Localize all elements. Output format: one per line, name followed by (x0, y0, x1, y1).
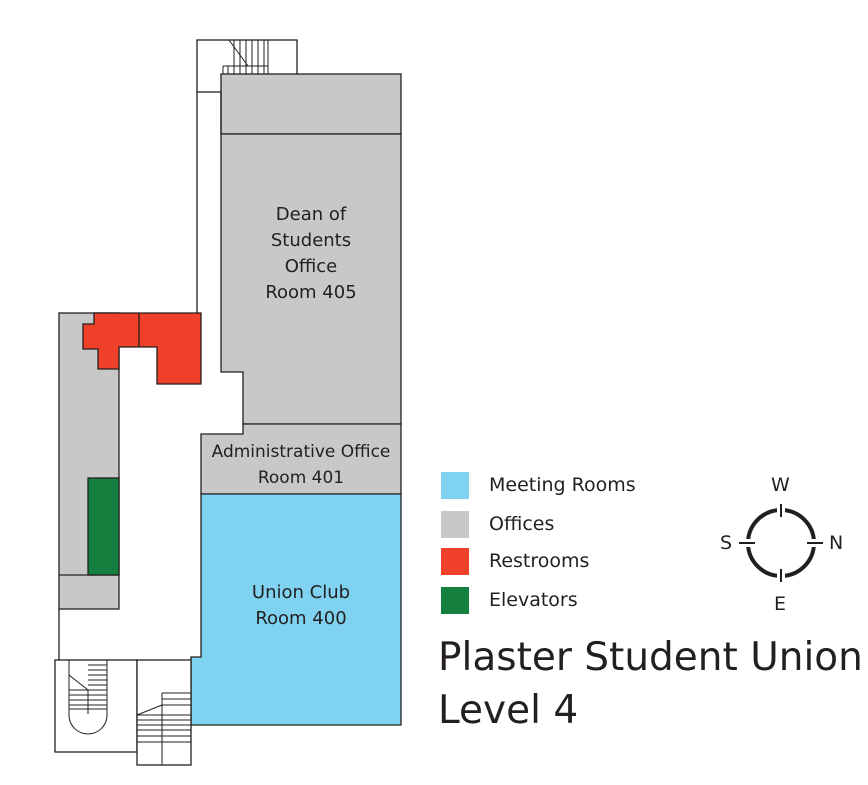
union-club-label: Union Club Room 400 (201, 580, 401, 632)
legend-label: Restrooms (489, 550, 590, 572)
legend-label: Elevators (489, 589, 578, 611)
union-club-label-line1: Union Club (251, 582, 351, 603)
compass-south-label: S (720, 532, 733, 554)
swatch-elevators (441, 586, 469, 614)
legend-item-meeting-rooms: Meeting Rooms (441, 471, 636, 499)
compass-icon (739, 504, 823, 582)
legend-item-offices: Offices (441, 510, 554, 538)
dean-label-line2: Students (270, 230, 352, 251)
stairwell-southwest (54, 659, 138, 753)
admin-label-line1: Administrative Office (211, 442, 391, 462)
legend-label: Meeting Rooms (489, 474, 636, 496)
admin-label-line2: Room 401 (257, 468, 345, 488)
swatch-meeting-rooms (441, 471, 469, 499)
legend-label: Offices (489, 513, 555, 535)
compass-north-label: N (829, 532, 844, 554)
legend-item-elevators: Elevators (441, 586, 578, 614)
swatch-restrooms (441, 547, 469, 575)
map-subtitle-level: Level 4 (438, 688, 579, 733)
restrooms[interactable] (82, 312, 202, 385)
dean-label-line3: Office (284, 256, 338, 277)
elevator[interactable] (87, 477, 120, 576)
union-club-label-line2: Room 400 (255, 608, 347, 629)
compass-west-label: W (771, 474, 790, 496)
legend-item-restrooms: Restrooms (441, 547, 589, 575)
dean-label-line4: Room 405 (265, 282, 357, 303)
stairs-icon (68, 660, 191, 765)
dean-label-line1: Dean of (275, 204, 347, 225)
compass-east-label: E (774, 593, 787, 615)
dean-office-label: Dean of Students Office Room 405 (221, 202, 401, 306)
office-top (220, 73, 402, 135)
map-title: Plaster Student Union (438, 635, 863, 680)
stairwell-south (136, 659, 192, 766)
admin-office-label: Administrative Office Room 401 (196, 439, 406, 491)
swatch-offices (441, 510, 469, 538)
